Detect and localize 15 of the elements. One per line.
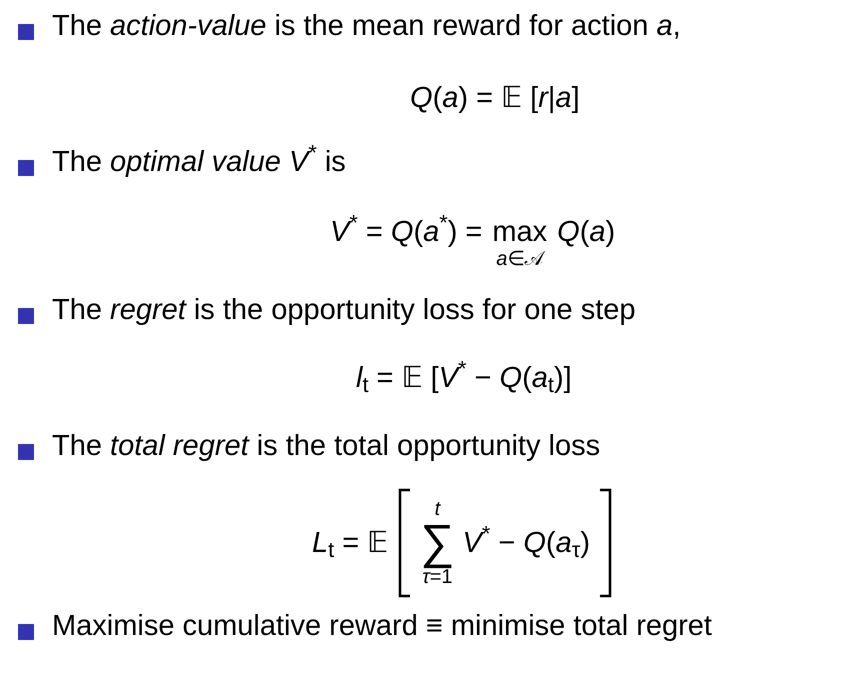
formula: L$_{t}$ = 𝔼 (312, 528, 388, 558)
formula: Q(a) (557, 218, 616, 247)
formula-subscript: a∈𝒜 (496, 249, 544, 269)
sum-sign: ∑ (420, 519, 454, 567)
bullet-text: The regret is the opportunity loss for one step (52, 294, 636, 326)
formula-superscript: t (434, 499, 440, 519)
bullet-text: The total regret is the total opportunity loss (52, 430, 600, 462)
formula-subscript: τ=1 (422, 567, 452, 587)
formula: Q(a) = 𝔼 [r|a] (410, 82, 580, 114)
bullet-text: The action-value is the mean reward for action a, (52, 10, 681, 42)
formula: l$_{t}$ = 𝔼 [V$^{*}$ − Q(a$_{t}$)] (356, 362, 572, 394)
formula: V$^{*}$ − Q(a$_{τ}$) (462, 528, 590, 558)
formula: max (492, 218, 548, 247)
bullet-text: The optimal value V$^{*}$ is (52, 146, 346, 178)
bullet-text: Maximise cumulative reward ≡ minimise total regret (52, 610, 712, 642)
